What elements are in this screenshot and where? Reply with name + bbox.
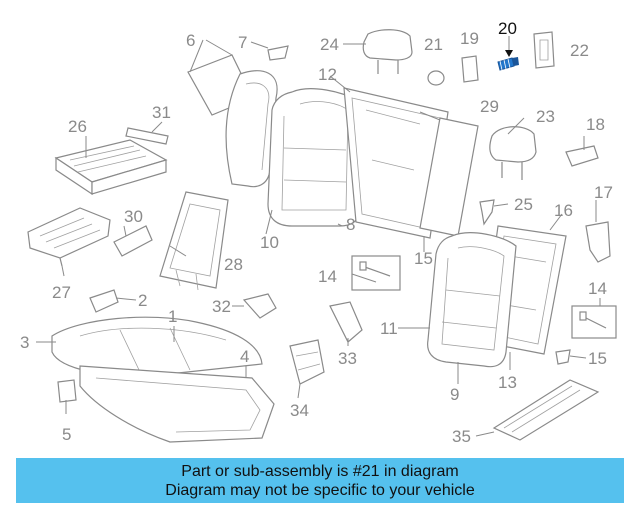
label-1: 1 (168, 307, 177, 326)
part-36-bar (492, 379, 600, 441)
part-31-handle (113, 225, 153, 257)
part-4-seat-frame (79, 365, 275, 443)
label-32: 31 (152, 103, 171, 122)
label-22: 21 (424, 35, 443, 54)
label-16: 15 (414, 249, 433, 268)
part-12-frame (343, 87, 449, 239)
part-9-backrest (427, 232, 517, 368)
label-21-highlighted: 20 (498, 19, 517, 38)
label-25: 24 (320, 35, 339, 54)
part-18-hinge (585, 221, 611, 263)
part-26-screw (479, 199, 495, 226)
banner-line-2: Diagram may not be specific to your vehi… (165, 481, 475, 499)
label-9: 9 (450, 385, 459, 404)
label-6: 6 (186, 31, 195, 50)
label-23: 22 (570, 41, 589, 60)
label-12: 12 (318, 65, 337, 84)
label-8: 8 (346, 215, 355, 234)
part-34-bracket (329, 301, 363, 343)
part-5-clip (57, 379, 77, 403)
leader-lines (36, 39, 601, 437)
part-7-clip (267, 45, 289, 61)
label-19: 18 (586, 115, 605, 134)
label-30: 29 (480, 97, 499, 116)
part-27-armrest-box (54, 139, 168, 196)
seat-parts-diagram: 6 7 24 21 19 20 22 12 29 23 31 26 18 17 … (20, 19, 617, 446)
label-36: 35 (452, 427, 471, 446)
label-3: 3 (20, 333, 29, 352)
part-22-cap (427, 70, 445, 86)
part-23-latch (533, 31, 555, 69)
label-29: 28 (224, 255, 243, 274)
part-28-bracket (27, 207, 111, 267)
label-13: 13 (498, 373, 517, 392)
label-14-a: 14 (318, 267, 337, 286)
info-banner: Part or sub-assembly is #21 in diagram D… (16, 458, 624, 503)
label-27: 26 (68, 117, 87, 136)
part-5-trim (225, 70, 278, 188)
part-14-bolt-kit-a (351, 255, 401, 291)
part-35-mount (289, 339, 325, 385)
part-1-seat-cushion (51, 316, 263, 377)
label-2: 2 (138, 291, 147, 310)
part-19-clip (565, 145, 599, 167)
label-17: 16 (554, 201, 573, 220)
part-25-headrest (362, 29, 413, 74)
part-15-knob (555, 349, 571, 365)
label-14-b: 14 (588, 279, 607, 298)
part-21-bolt (497, 36, 519, 71)
label-26: 25 (514, 195, 533, 214)
part-32-strip (125, 127, 169, 145)
label-24: 23 (536, 107, 555, 126)
part-29-frame (159, 191, 229, 291)
label-11: 11 (380, 319, 398, 338)
label-7: 7 (238, 33, 247, 52)
label-4: 4 (240, 347, 249, 366)
label-15: 15 (588, 349, 607, 368)
label-34: 33 (338, 349, 357, 368)
part-33-bracket (242, 293, 277, 319)
part-2-clip (89, 289, 119, 313)
part-24-headrest (489, 126, 537, 180)
label-18: 17 (594, 183, 613, 202)
label-5: 5 (62, 425, 71, 444)
label-35: 34 (290, 401, 309, 420)
part-8-backrest (267, 88, 361, 227)
label-10: 10 (260, 233, 279, 252)
banner-line-1: Part or sub-assembly is #21 in diagram (181, 462, 459, 480)
part-14-bolt-kit-b (571, 305, 617, 339)
label-20: 19 (460, 29, 479, 48)
label-33: 32 (212, 297, 231, 316)
part-20-bracket (461, 55, 479, 83)
label-31: 30 (124, 207, 143, 226)
label-28: 27 (52, 283, 71, 302)
